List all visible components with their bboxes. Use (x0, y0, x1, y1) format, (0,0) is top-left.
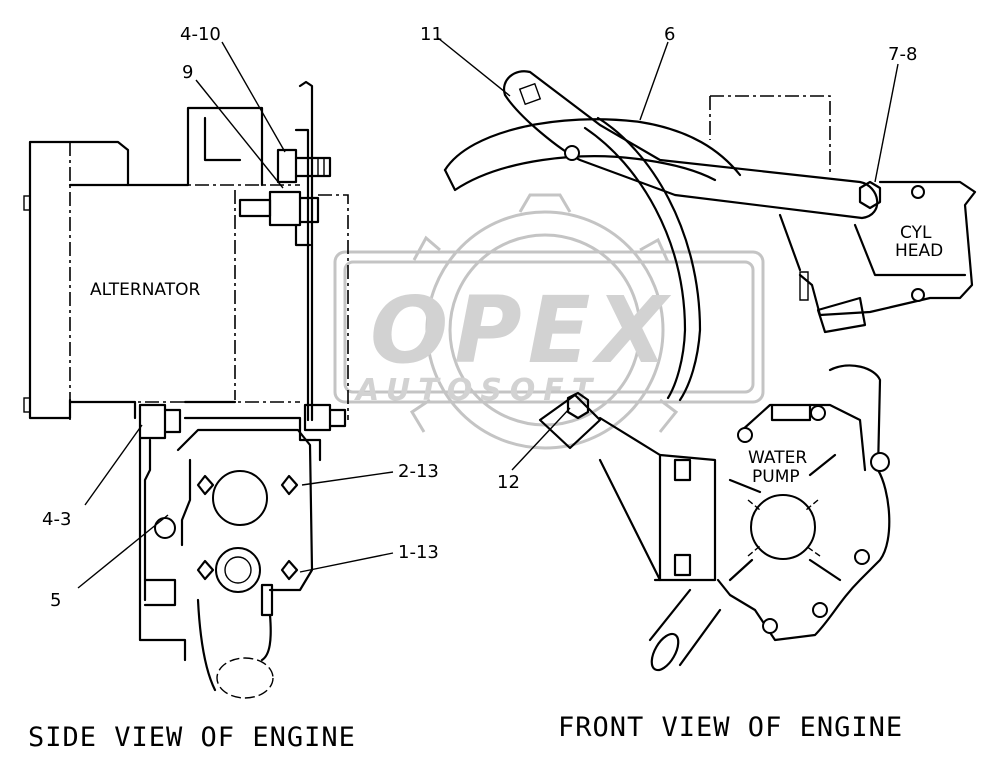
watermark-subtitle: AUTOSOFT (354, 373, 600, 408)
callout-11: 11 (420, 24, 443, 45)
watermark: OPEX AUTOSOFT (333, 193, 765, 450)
callout-7-8: 7-8 (888, 44, 917, 65)
adjusting-bracket-drawing (443, 70, 882, 582)
callout-12: 12 (497, 472, 520, 493)
cyl-head-label-line2: HEAD (895, 241, 943, 261)
callout-6: 6 (664, 24, 675, 45)
alternator-label: ALTERNATOR (90, 280, 200, 300)
mounting-bracket-drawing (138, 416, 322, 699)
callout-2-13: 2-13 (398, 461, 439, 482)
callout-1-13: 1-13 (398, 542, 439, 563)
water-pump-drawing: WATER PUMP (648, 364, 891, 672)
callouts: 4-10 9 4-3 5 2-13 1-13 11 6 7-8 12 (42, 24, 917, 611)
callout-5: 5 (50, 590, 61, 611)
water-pump-label-line1: WATER (748, 448, 807, 468)
alternator-drawing: ALTERNATOR (23, 80, 349, 440)
callout-9: 9 (182, 62, 193, 83)
cyl-head-label-line1: CYL (900, 223, 932, 243)
callout-4-10: 4-10 (180, 24, 221, 45)
watermark-title: OPEX (370, 277, 673, 384)
front-view-caption: FRONT VIEW OF ENGINE (558, 712, 903, 743)
side-view-caption: SIDE VIEW OF ENGINE (28, 722, 356, 753)
leader-lines (77, 37, 899, 589)
callout-4-3: 4-3 (42, 509, 71, 530)
water-pump-label-line2: PUMP (752, 467, 800, 487)
cylinder-head-drawing: CYL HEAD (709, 95, 977, 334)
